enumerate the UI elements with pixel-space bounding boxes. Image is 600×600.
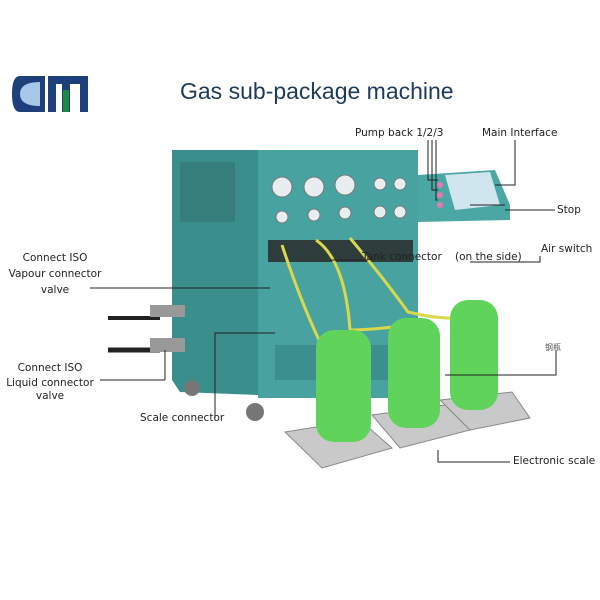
machine-body <box>108 150 510 421</box>
leader-lines <box>90 140 557 463</box>
page-title: Gas sub-package machine <box>180 78 454 104</box>
cm-logo <box>12 76 88 112</box>
label-tank-connector: Tank connector <box>362 251 442 263</box>
label-liquid-1: Connect ISO <box>17 362 83 374</box>
label-stop: Stop <box>557 204 581 216</box>
label-pump-back: Pump back 1/2/3 <box>355 127 444 139</box>
label-air-switch: Air switch <box>541 243 593 255</box>
label-liquid-3: valve <box>35 390 65 402</box>
touch-screen <box>445 172 500 210</box>
label-main-interface: Main Interface <box>482 127 558 139</box>
label-liquid-2: Liquid connector <box>6 377 94 389</box>
label-on-the-side: (on the side) <box>455 251 522 263</box>
label-cylinder: 钢瓶 <box>545 343 561 352</box>
label-scale-connector: Scale connector <box>140 412 225 424</box>
label-vapour-2: Vapour connector <box>8 268 102 280</box>
label-vapour-3: valve <box>40 284 70 296</box>
label-vapour-1: Connect ISO <box>22 252 88 264</box>
label-electronic-scale: Electronic scale <box>513 455 596 467</box>
cylinders <box>316 300 498 442</box>
